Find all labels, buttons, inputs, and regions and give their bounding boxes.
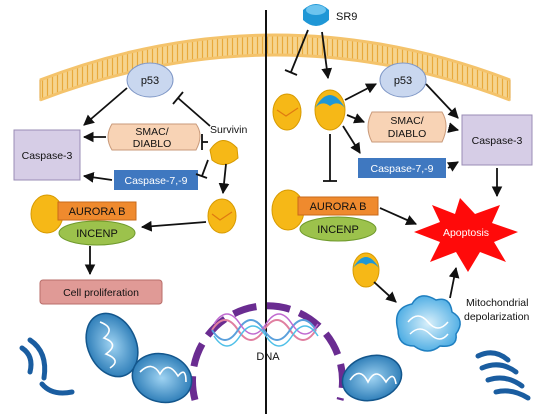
mito-label-1: Mitochondrial [466, 297, 528, 309]
left-caspase79-box [114, 170, 198, 190]
right-survivin-molecule-icon [272, 93, 302, 131]
left-incenp-ellipse [58, 220, 136, 246]
right-caspase3-label: Caspase-3 [472, 135, 523, 147]
cell-proliferation-label: Cell proliferation [63, 287, 139, 299]
left-p53-label: p53 [141, 75, 159, 87]
survivin-molecule-icon [209, 140, 239, 165]
right-aurora-box [297, 196, 379, 216]
right-smac-label-2: DIABLO [388, 128, 427, 140]
right-incenp-ellipse [299, 216, 377, 242]
sr9-molecule-icon [303, 4, 329, 26]
right-smac-label-1: SMAC/ [390, 115, 423, 127]
right-smac-box [367, 111, 447, 143]
apoptosis-star [414, 198, 518, 272]
mito-label-2: depolarization [464, 311, 530, 323]
left-connectors [82, 87, 230, 276]
survivin-molecule-icon-2 [207, 198, 237, 234]
mitochondrion-icon-left [85, 312, 139, 378]
left-p53-circle [126, 62, 174, 98]
left-smac-box [107, 123, 201, 151]
left-aurora-label: AURORA B [69, 206, 126, 218]
mitochondrion-icon-center [131, 352, 193, 404]
right-aurora-label: AURORA B [310, 201, 367, 213]
left-smac-label-2: DIABLO [133, 138, 172, 150]
nucleus [189, 302, 346, 401]
right-caspase79-box [358, 158, 446, 178]
sr9-label: SR9 [336, 11, 357, 23]
mitochondrion-icon-right [341, 354, 403, 402]
right-caspase79-label: Caspase-7,-9 [370, 163, 433, 175]
right-incenp-label: INCENP [317, 224, 359, 236]
right-p53-label: p53 [394, 75, 412, 87]
survivin-label: Survivin [210, 124, 248, 136]
left-aurora-box [57, 201, 137, 221]
sr9-survivin-complex-icon-2 [352, 252, 380, 288]
left-incenp-label: INCENP [76, 228, 118, 240]
cell-membrane [39, 33, 511, 102]
depolarized-mitochondrion-icon [395, 295, 461, 352]
left-caspase3-box [13, 129, 81, 181]
right-p53-circle [379, 62, 427, 98]
dna-label: DNA [256, 351, 280, 363]
right-caspase3-box [461, 114, 533, 166]
er-stack-icon-right [475, 350, 531, 401]
dna-helix-icon [211, 313, 319, 347]
er-stack-icon-left [19, 337, 75, 396]
right-connectors [284, 29, 503, 303]
left-caspase3-label: Caspase-3 [22, 150, 73, 162]
sr9-survivin-complex-icon [314, 89, 346, 131]
apoptosis-label: Apoptosis [443, 227, 489, 239]
left-caspase79-label: Caspase-7,-9 [124, 175, 187, 187]
left-smac-label-1: SMAC/ [135, 126, 168, 138]
cell-proliferation-box [39, 279, 163, 305]
